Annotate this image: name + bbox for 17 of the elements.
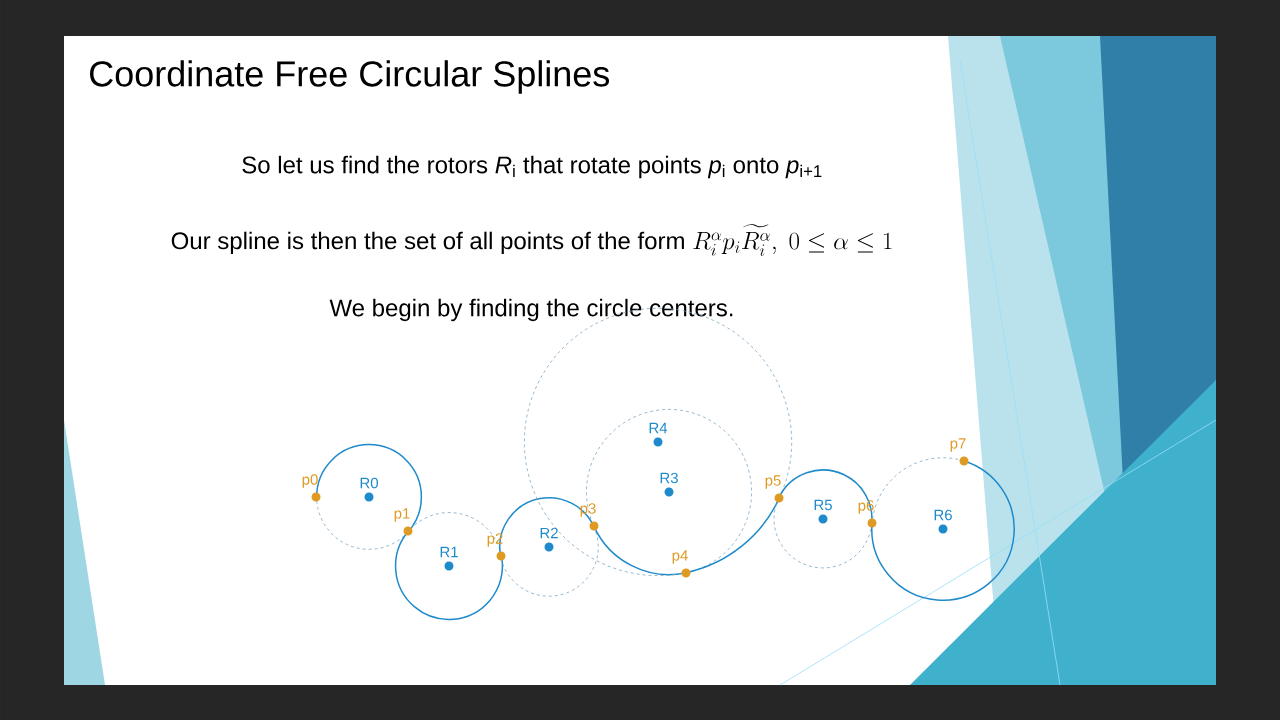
point-label: p3 [580,503,596,517]
body-text: Our spline is then the set of all points of the form $R_i^{\alpha} p_i \widetilde{R_i^{\alpha}},\ 0 \leq \alpha \leq 1$ [171,224,892,256]
body-text: We begin by finding the circle centers. [329,298,733,322]
point-label: R4 [649,422,668,434]
point-label: p7 [950,438,966,452]
point-label: R6 [934,509,952,521]
slide-title: Coordinate Free Circular Splines [90,60,609,94]
point-label: R2 [540,527,558,539]
body-text: So let us find the rotors R$_{i}$ that rotate points p$_{i}$ onto p$_{i+1}$ [242,155,822,179]
point-label: p4 [672,550,688,564]
point-label: R3 [660,472,678,484]
point-label: R1 [440,546,458,558]
point-label: R5 [814,499,832,511]
point-label: R0 [360,477,378,489]
point-label: p5 [765,475,781,489]
point-label: p1 [394,508,410,522]
point-label: p0 [302,474,318,488]
